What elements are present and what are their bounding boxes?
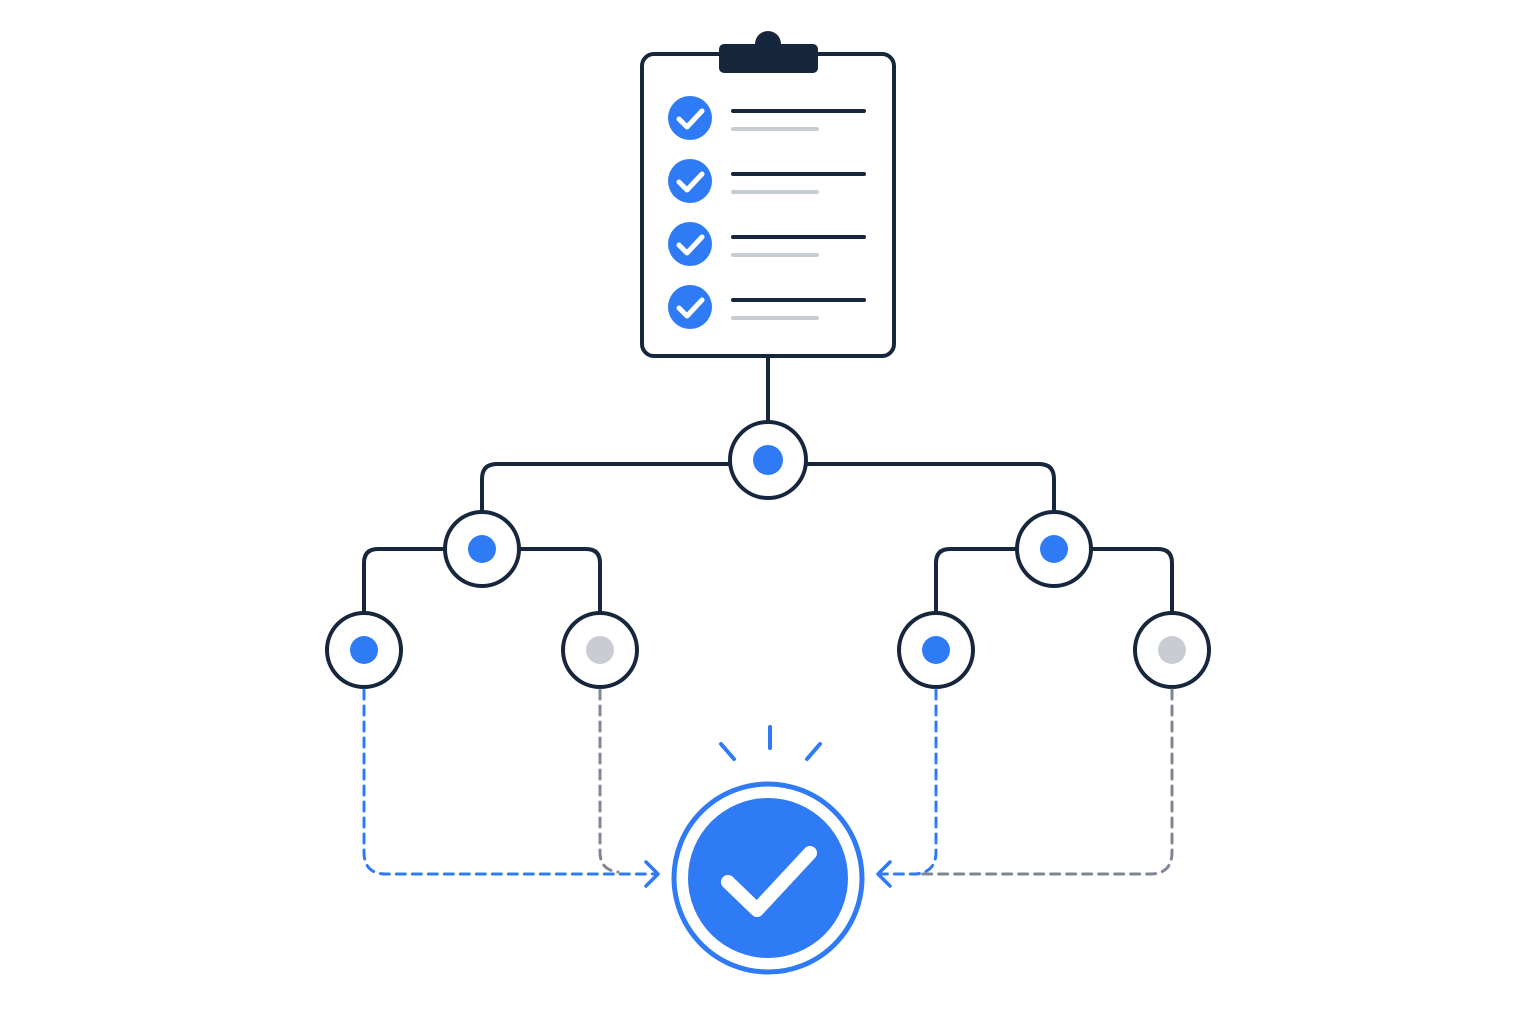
dashed-path-leaf-4 — [916, 688, 1174, 876]
check-circle-icon — [668, 285, 712, 329]
checkmark-icon — [676, 171, 705, 193]
checklist-item — [668, 159, 866, 203]
connector-right-branch-leaf-1 — [934, 547, 1018, 616]
node-dot-active — [468, 535, 496, 563]
checkmark-icon — [676, 297, 705, 319]
dashed-path-leaf-1 — [362, 688, 656, 876]
checklist-item — [668, 285, 866, 329]
dashed-path-leaf-2 — [598, 688, 620, 874]
tree-leaf-node-2 — [561, 611, 639, 689]
arrow-head-right-icon — [876, 860, 892, 888]
node-dot-active — [922, 636, 950, 664]
dashed-path-leaf-3 — [880, 688, 938, 876]
connector-left-branch-leaf-1 — [362, 547, 445, 616]
checklist-item — [668, 96, 866, 140]
check-circle-icon — [668, 159, 712, 203]
connector-right-branch-leaf-2 — [1091, 547, 1174, 616]
node-dot-inactive — [586, 636, 614, 664]
connector-root-right-branch — [806, 462, 1056, 515]
check-circle-icon — [668, 222, 712, 266]
connector-root-left-branch — [480, 462, 730, 515]
tree-leaf-node-3 — [897, 611, 975, 689]
check-circle-icon — [668, 96, 712, 140]
tree-branch-node-right — [1015, 510, 1093, 588]
node-dot-active — [1040, 535, 1068, 563]
check-circle-icon — [671, 781, 865, 975]
arrow-head-left-icon — [644, 860, 660, 888]
checkmark-icon — [721, 846, 817, 917]
clipboard-icon — [640, 31, 896, 358]
connector-left-branch-leaf-2 — [518, 547, 602, 616]
node-dot-inactive — [1158, 636, 1186, 664]
node-dot-active — [753, 445, 783, 475]
tree-branch-node-left — [443, 510, 521, 588]
tree-leaf-node-4 — [1133, 611, 1211, 689]
checklist-item — [668, 222, 866, 266]
checkmark-icon — [676, 234, 705, 256]
node-dot-active — [350, 636, 378, 664]
tree-leaf-node-1 — [325, 611, 403, 689]
clipboard-clip — [719, 31, 818, 73]
checklist — [668, 96, 866, 329]
checkmark-icon — [676, 108, 705, 130]
tree-root-node — [728, 420, 808, 500]
burst-rays-icon — [719, 725, 822, 761]
